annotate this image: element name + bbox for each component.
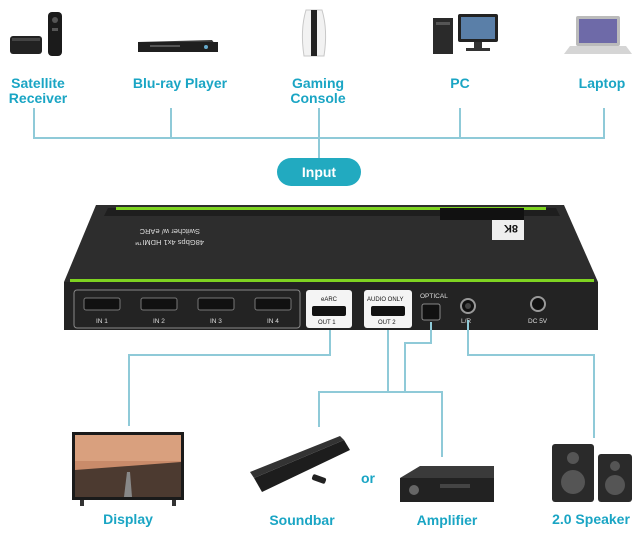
pc-icon [433,14,498,54]
wire-soundbar-v [318,391,320,427]
laptop-line1: Laptop [578,75,626,91]
model-label-line2: Switcher w/ eARC [139,227,200,236]
wire-optical-v [404,342,406,392]
wire-speaker-v [593,354,595,438]
wire-drop-5 [603,108,605,139]
satellite-receiver-icon [10,12,62,56]
input-label-bluray: Blu-ray Player [120,76,240,91]
display-icon [72,432,184,506]
port-label-in2: IN 2 [153,318,165,325]
gaming-console-icon [301,9,327,57]
optical-label: OPTICAL [420,293,448,300]
input-pill: Input [277,158,361,186]
wire-out1-down [329,330,331,356]
input-label-pc: PC [436,76,484,91]
port-label-in4: IN 4 [267,318,279,325]
wire-speaker-h [467,354,595,356]
pc-line1: PC [450,75,470,91]
out1-label: OUT 1 [318,320,336,326]
soundbar-icon [250,436,350,492]
output-label-speaker: 2.0 Speaker [552,511,630,527]
port-label-in3: IN 3 [210,318,222,325]
port-label-in1: IN 1 [96,318,108,325]
hdmi-switch-device [64,205,598,330]
wire-drop-3 [318,108,320,158]
lr-label: L/R [461,318,471,325]
or-label: or [361,470,375,486]
input-label-satellite: Satellite Receiver [0,76,76,106]
audio-only-label: AUDIO ONLY [367,297,404,303]
output-label-amplifier: Amplifier [416,512,478,528]
out2-label: OUT 2 [378,320,396,326]
bluray-player-icon [138,40,218,52]
bluray-line1: Blu-ray Player [132,75,228,91]
wire-display-h [128,354,331,356]
wire-drop-1 [33,108,35,139]
input-label-laptop: Laptop [566,76,638,91]
satellite-line1: Satellite [11,75,65,91]
wire-out2-down [387,330,389,392]
gaming-line1: Gaming [291,75,345,91]
wire-audio-bus [318,391,442,393]
wire-optical-down [430,322,432,344]
output-label-display: Display [103,511,153,527]
output-label-soundbar: Soundbar [269,512,335,528]
dc-label: DC 5V [528,318,548,325]
wire-amp-v [441,391,443,457]
speaker-icon [552,444,632,502]
amplifier-icon [400,466,494,502]
earc-label: eARC [321,297,338,303]
model-label-line1: 48Gbps 4x1 HDMI™ [135,238,204,247]
badge-8k: 8K [504,222,518,234]
wire-lr-down [467,320,469,356]
satellite-line2: Receiver [8,90,68,106]
wire-optical-h [404,342,432,344]
wire-display-v [128,354,130,426]
wire-drop-4 [459,108,461,139]
wire-drop-2 [170,108,172,139]
laptop-icon [564,16,632,54]
input-label-gaming: Gaming Console [276,76,360,106]
gaming-line2: Console [290,90,346,106]
